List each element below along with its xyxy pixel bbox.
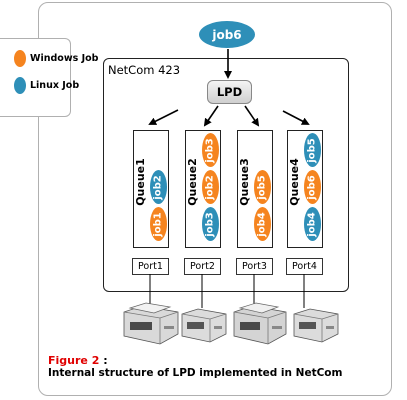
figure-number: Figure 2 — [48, 354, 100, 367]
arrow-lpd-to-queue4 — [282, 110, 310, 125]
arrow-lpd-to-queue1 — [148, 109, 179, 125]
printer-icon — [123, 302, 179, 345]
legend: Windows Job Linux Job — [0, 38, 98, 117]
windows-job: job3 — [202, 133, 219, 167]
windows-job: job5 — [254, 170, 271, 204]
legend-windows-label: Windows Job — [30, 53, 99, 64]
legend-linux: Linux Job — [14, 77, 79, 94]
printer-icon — [181, 308, 227, 343]
windows-job: job4 — [254, 207, 271, 241]
arrow-lpd-to-queue3 — [244, 105, 260, 127]
figure-caption-colon: : — [99, 354, 108, 367]
linux-job-swatch — [14, 77, 26, 94]
netcom-title: NetCom 423 — [108, 63, 181, 77]
legend-linux-label: Linux Job — [30, 80, 80, 91]
linux-job: job5 — [304, 133, 321, 167]
windows-job: job1 — [150, 207, 167, 241]
linux-job: job3 — [202, 207, 219, 241]
windows-job-swatch — [14, 50, 26, 67]
windows-job: job2 — [202, 170, 219, 204]
linux-job: job4 — [304, 207, 321, 241]
figure-caption-text: Internal structure of LPD implemented in… — [48, 367, 343, 379]
arrow-lpd-to-queue2 — [203, 105, 219, 127]
printer-icon — [293, 308, 339, 343]
printer-icon — [233, 302, 287, 345]
windows-job: job6 — [304, 170, 321, 204]
legend-windows: Windows Job — [14, 50, 98, 67]
incoming-job: job6 — [199, 21, 255, 48]
lpd-box: LPD — [207, 80, 252, 104]
linux-job: job2 — [150, 170, 167, 204]
figure-caption-label: Figure 2 : — [48, 354, 108, 367]
